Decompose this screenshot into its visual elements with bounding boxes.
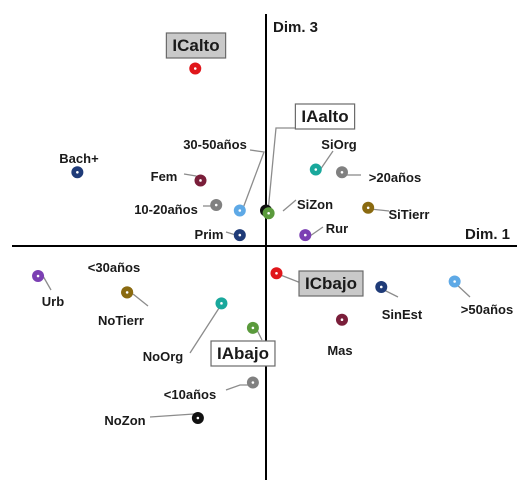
label-lt-30anos: <30años [88, 260, 140, 275]
label-gt-20anos: >20años [369, 170, 421, 185]
y-axis-label: Dim. 3 [273, 19, 318, 36]
leader-line-notierr [132, 293, 149, 307]
point-prim [233, 229, 246, 242]
leader-line-sinest [383, 289, 399, 298]
point-center-sitierr [366, 206, 370, 210]
point-center-icbajo [275, 272, 278, 275]
point-center-lt-10anos [251, 381, 255, 384]
label-10-20anos: 10-20años [134, 202, 198, 217]
point-gt-20anos [335, 166, 348, 179]
point-sizon [262, 207, 275, 220]
leader-line-noorg [189, 304, 222, 354]
label-sizon: SiZon [297, 197, 333, 212]
label-30-50anos: 30-50años [183, 137, 247, 152]
point-nozon [191, 411, 204, 424]
label-gt-50anos: >50años [461, 302, 513, 317]
label-sinest: SinEst [382, 307, 423, 322]
label-lt-10anos: <10años [164, 387, 216, 402]
label-prim: Prim [195, 227, 224, 242]
point-center-gt-50anos [453, 280, 456, 283]
axes: Dim. 1 Dim. 3 [12, 14, 517, 480]
point-center-nozon [196, 416, 200, 420]
point-gt-50anos [448, 275, 461, 288]
point-sinest [375, 280, 388, 293]
point-center-sinest [379, 285, 383, 289]
label-box-iaalto [294, 103, 356, 130]
point-fem [194, 174, 207, 187]
label-siorg: SiOrg [321, 137, 356, 152]
point-center-noorg [220, 302, 223, 305]
point-center-notierr [125, 291, 129, 294]
label-box-iabajo [210, 340, 276, 367]
label-rur: Rur [326, 221, 348, 236]
point-center-icalto [193, 67, 197, 70]
point-iabajo [246, 321, 259, 334]
point-icbajo [270, 267, 283, 280]
label-notierr: NoTierr [98, 313, 144, 328]
point-center-bach-plus [76, 170, 79, 174]
point-notierr [121, 286, 134, 299]
leader-line-siorg [319, 150, 334, 171]
label-icalto: ICalto [172, 36, 219, 55]
point-center-gt-20anos [340, 170, 344, 174]
point-noorg [215, 297, 228, 310]
point-center-mas [340, 318, 344, 322]
point-icalto [189, 62, 202, 75]
point-10-20anos [210, 199, 223, 212]
leader-line-rur [309, 226, 324, 237]
leader-line-urb [42, 275, 52, 291]
point-center-urb [36, 274, 40, 278]
point-center-siorg [314, 168, 318, 171]
point-center-rur [304, 233, 307, 237]
point-rur [299, 229, 312, 242]
label-icbajo: ICbajo [305, 274, 357, 293]
point-urb [32, 270, 45, 283]
point-bach-plus [71, 166, 84, 179]
label-mas: Mas [327, 343, 352, 358]
point-center-30-50anos [238, 209, 242, 212]
label-fem: Fem [151, 169, 178, 184]
point-30-50anos [233, 204, 246, 217]
point-center-prim [238, 233, 242, 237]
label-nozon: NoZon [104, 413, 145, 428]
point-center-fem [199, 179, 202, 182]
point-center-10-20anos [214, 203, 218, 207]
label-noorg: NoOrg [143, 349, 184, 364]
label-iabajo: IAbajo [217, 344, 269, 363]
x-axis-label: Dim. 1 [465, 226, 510, 243]
point-center-iabajo [251, 326, 255, 330]
point-center-sizon [267, 211, 270, 215]
label-box-icalto [165, 32, 227, 59]
label-sitierr: SiTierr [389, 207, 430, 222]
label-urb: Urb [42, 294, 64, 309]
point-sitierr [362, 201, 375, 214]
point-siorg [309, 163, 322, 176]
leader-line-30-50anos [241, 149, 265, 212]
point-lt-10anos [246, 376, 259, 389]
label-bach-plus: Bach+ [59, 151, 99, 166]
label-box-icbajo [298, 270, 364, 297]
label-iaalto: IAalto [301, 107, 348, 126]
point-mas [335, 313, 348, 326]
leader-line-sizon [282, 199, 297, 212]
